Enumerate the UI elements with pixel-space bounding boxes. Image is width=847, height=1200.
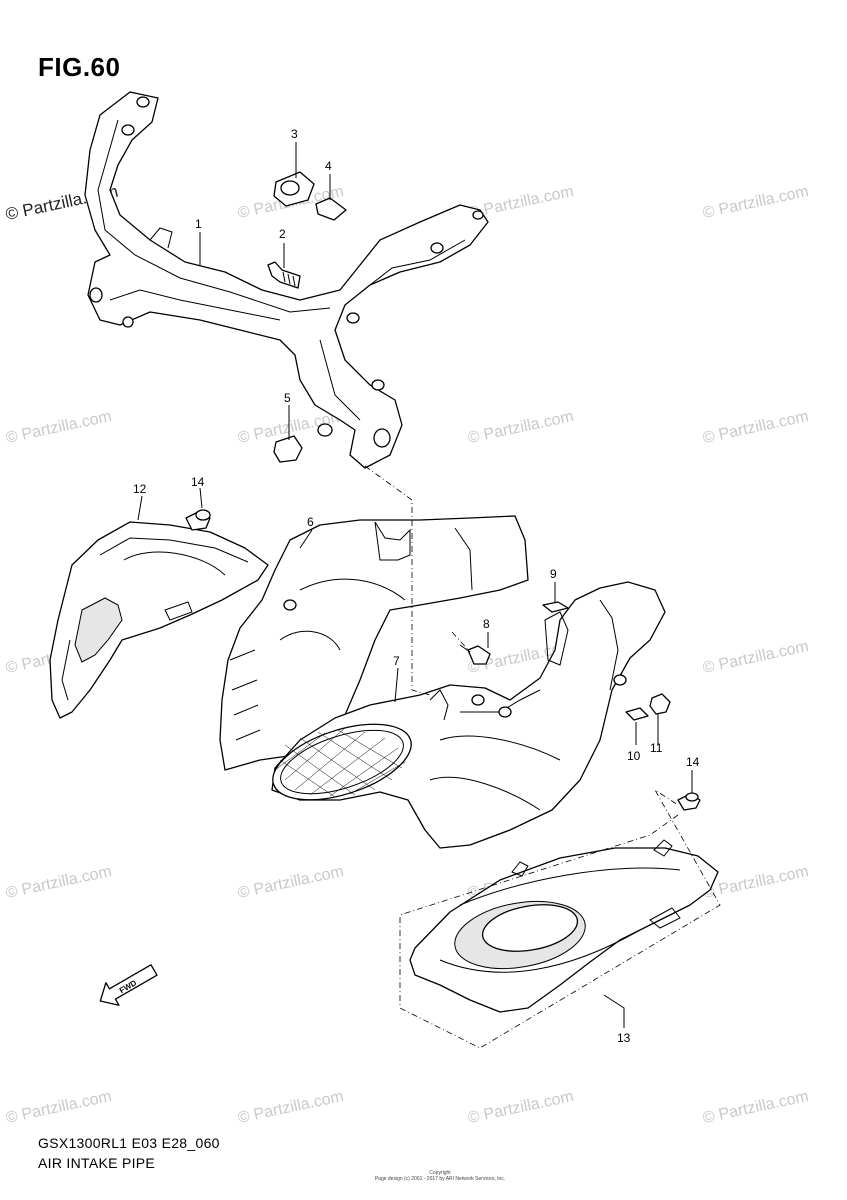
callout-3: 3 xyxy=(291,127,298,141)
callout-14-upper: 14 xyxy=(191,475,205,489)
callout-8: 8 xyxy=(483,617,490,631)
part-10-clip xyxy=(625,707,649,721)
copyright-line-2: Page design (c) 2001 - 2017 by ARI Netwo… xyxy=(374,1176,506,1182)
figure-title: FIG.60 xyxy=(38,52,121,82)
part-2-bolt xyxy=(267,261,301,289)
copyright-line-1: Copyright xyxy=(429,1170,451,1176)
assembly-reference-lines xyxy=(364,465,721,1049)
part-7-air-intake-pipe xyxy=(271,581,666,849)
copyright-notice: Copyright Page design (c) 2001 - 2017 by… xyxy=(370,1170,510,1182)
callout-leader-lines xyxy=(137,142,693,1028)
callout-4: 4 xyxy=(325,159,332,173)
part-6-inner-duct xyxy=(219,515,529,771)
callout-7: 7 xyxy=(393,654,400,668)
part-1-frame-bracket xyxy=(84,91,489,469)
part-13-outer-cover xyxy=(409,839,719,1013)
callout-12: 12 xyxy=(133,482,147,496)
part-11-nut xyxy=(649,693,671,715)
part-14-bolt-lower xyxy=(677,792,701,811)
part-3-grommet xyxy=(273,171,315,207)
callout-11: 11 xyxy=(650,741,663,755)
forward-direction-arrow: FWD xyxy=(99,964,158,1006)
callout-5: 5 xyxy=(284,391,291,405)
callout-2: 2 xyxy=(279,227,286,241)
part-9-clip xyxy=(542,601,569,613)
callout-6: 6 xyxy=(307,515,314,529)
section-title: AIR INTAKE PIPE xyxy=(38,1155,156,1171)
part-12-inner-cover xyxy=(49,521,269,719)
part-14-bolt-upper xyxy=(185,509,211,531)
callout-13: 13 xyxy=(617,1031,631,1045)
callout-1: 1 xyxy=(195,217,202,231)
callout-9: 9 xyxy=(550,567,557,581)
callout-10: 10 xyxy=(627,749,641,763)
part-4-collar xyxy=(315,197,347,221)
part-5-grommet xyxy=(273,435,303,463)
callout-14-lower: 14 xyxy=(686,755,700,769)
part-8-screw xyxy=(459,644,491,665)
model-code: GSX1300RL1 E03 E28_060 xyxy=(38,1135,220,1151)
callout-labels: 1 2 3 4 5 6 7 8 9 10 11 12 13 14 14 xyxy=(133,127,700,1045)
